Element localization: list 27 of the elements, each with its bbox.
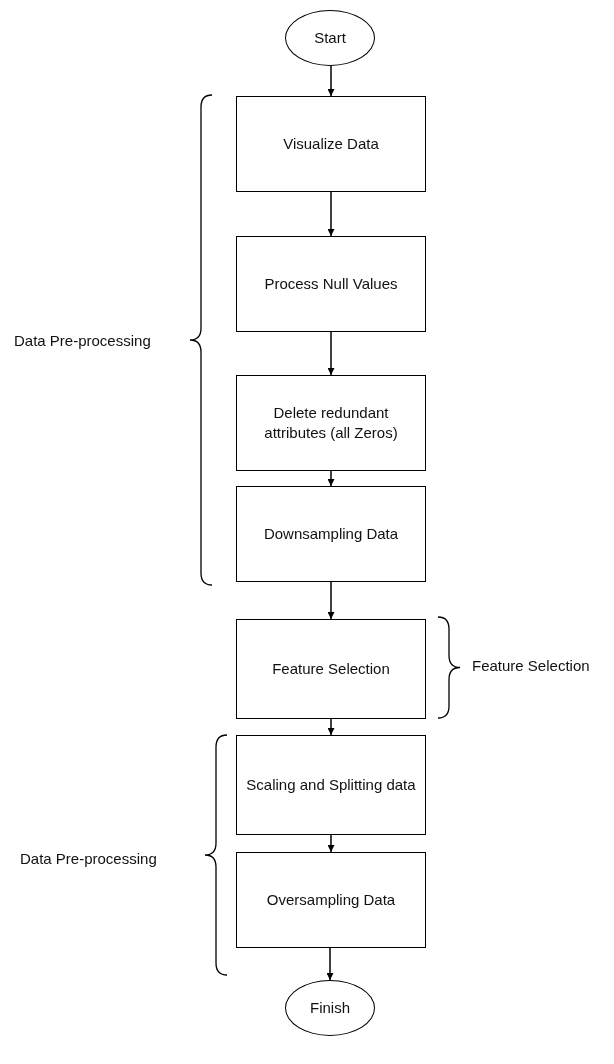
node-label: Feature Selection xyxy=(272,658,390,679)
bracket-label: Data Pre-processing xyxy=(14,331,151,349)
arrow xyxy=(326,947,334,981)
bracket-label: Data Pre-processing xyxy=(20,849,157,867)
process-box xyxy=(236,852,426,948)
node-label: Process Null Values xyxy=(264,273,398,294)
process-box xyxy=(236,486,426,582)
process-box xyxy=(236,96,426,192)
node-label: Downsampling Data xyxy=(263,523,399,544)
arrow xyxy=(327,470,335,487)
arrow xyxy=(327,331,335,376)
node-label: Visualize Data xyxy=(283,133,379,154)
process-box xyxy=(236,735,426,835)
node-label: Finish xyxy=(310,997,350,1018)
arrow xyxy=(327,581,335,620)
node-label: Start xyxy=(314,27,346,48)
process-box xyxy=(236,619,426,719)
process-box xyxy=(236,236,426,332)
node-label: Delete redundant attributes (all Zeros) xyxy=(263,402,399,443)
node-label: Oversampling Data xyxy=(266,889,396,910)
process-box xyxy=(236,375,426,471)
arrow xyxy=(327,718,335,736)
arrow xyxy=(327,191,335,237)
arrow xyxy=(327,834,335,853)
bracket-label: Feature Selection xyxy=(472,656,590,674)
arrow xyxy=(327,65,335,97)
node-label: Scaling and Splitting data xyxy=(246,774,416,795)
